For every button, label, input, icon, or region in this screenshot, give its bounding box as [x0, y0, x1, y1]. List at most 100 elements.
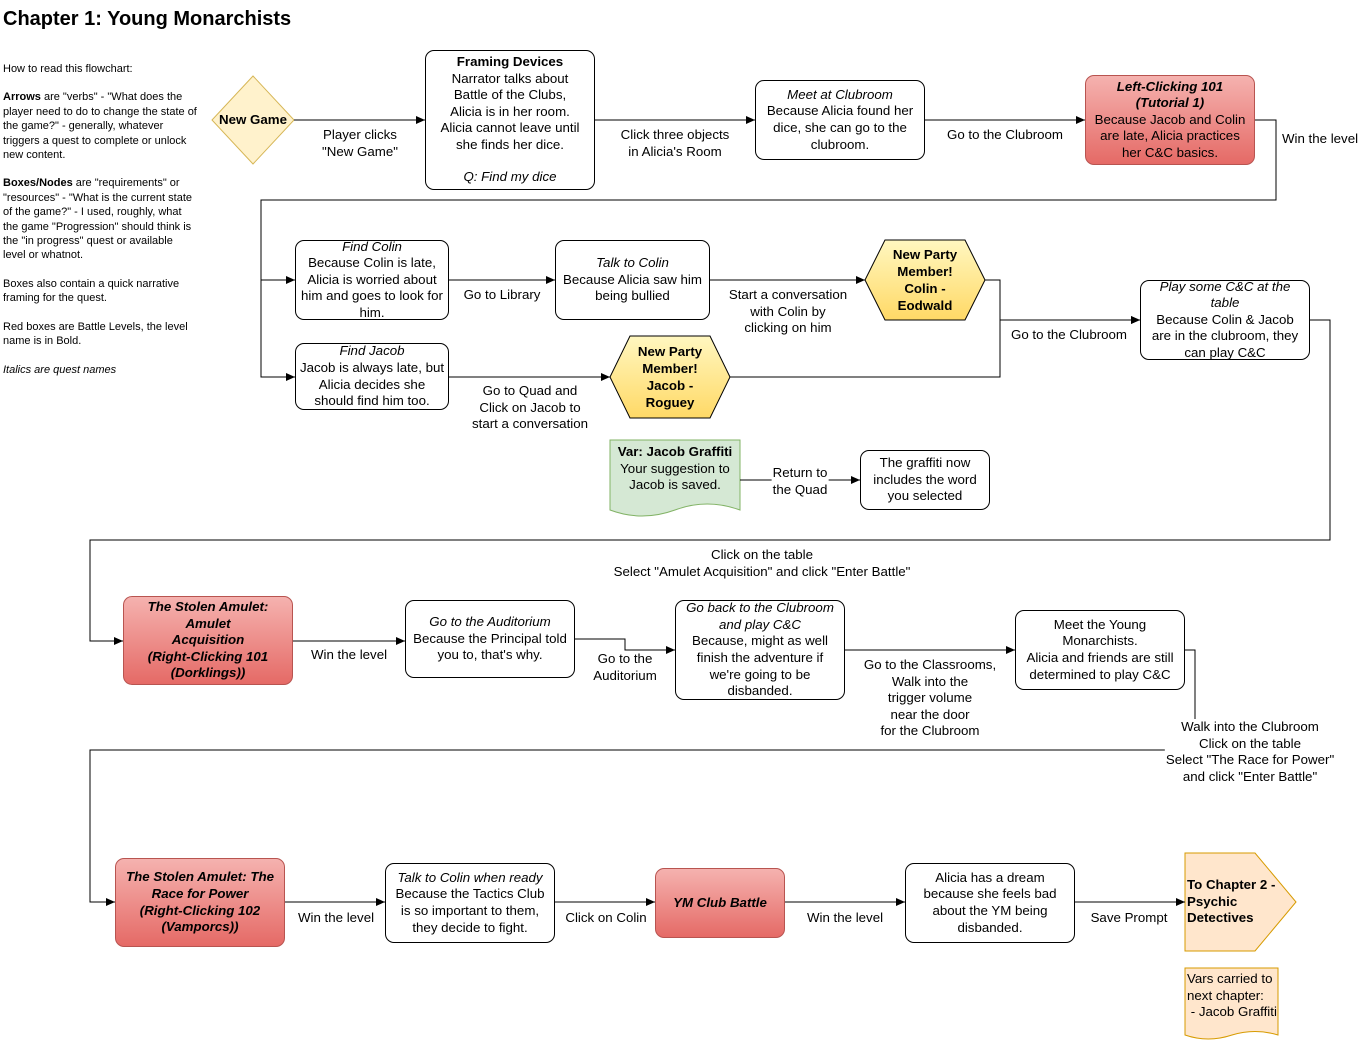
talk-ready-body-2: they decide to fight.: [412, 919, 528, 935]
label-player-clicks-0: Player clicks: [323, 127, 397, 142]
label-go-classrooms-1: Walk into the: [891, 673, 969, 689]
framing-body-3: Alicia cannot leave until: [440, 120, 580, 136]
new-game-label: New Game: [219, 111, 287, 127]
label-go-library: Go to Library: [462, 287, 542, 304]
legend: How to read this flowchart: Arrows are "…: [3, 62, 198, 391]
find-colin-body-3: him.: [359, 304, 385, 320]
label-go-quad: Go to Quad and Click on Jacob to start a…: [470, 383, 590, 433]
left-clicking-body-0: Because Jacob and Colin: [1094, 111, 1246, 127]
play-cc-quest-0: Play some C&C at the: [1159, 278, 1291, 294]
label-go-classrooms-2: trigger volume: [887, 690, 973, 706]
label-start-conversation: Start a conversation with Colin by click…: [727, 287, 849, 337]
label-walk-clubroom: Walk into the Clubroom Click on the tabl…: [1164, 719, 1336, 786]
ym-battle-title: YM Club Battle: [673, 894, 767, 910]
framing-body-4: she finds her dice.: [456, 136, 564, 152]
find-colin-body-0: Because Colin is late,: [308, 255, 436, 271]
label-win-level-2: Win the level: [309, 647, 389, 664]
node-talk-to-colin: Talk to Colin Because Alicia saw him bei…: [555, 240, 710, 320]
talk-ready-body-0: Because the Tactics Club: [395, 886, 545, 902]
left-clicking-title-1: (Tutorial 1): [1135, 95, 1205, 111]
find-jacob-quest: Find Jacob: [339, 343, 405, 359]
label-save-prompt-0: Save Prompt: [1090, 910, 1168, 925]
label-walk-clubroom-1: Click on the table: [1199, 735, 1301, 751]
find-jacob-body-2: should find him too.: [314, 393, 430, 409]
node-find-jacob: Find Jacob Jacob is always late, but Ali…: [295, 343, 449, 410]
label-win-level-4: Win the level: [805, 910, 885, 927]
legend-framing: Boxes also contain a quick narrative fra…: [3, 277, 180, 305]
go-back-body-0: Because, might as well: [692, 633, 828, 649]
label-win-level-3: Win the level: [296, 910, 376, 927]
graffiti-now-2: you selected: [887, 488, 963, 504]
node-framing-devices: Framing Devices Narrator talks about Bat…: [425, 50, 595, 190]
meet-ym-2: Alicia and friends are still: [1026, 650, 1174, 665]
label-win-level-4-0: Win the level: [806, 910, 884, 925]
label-go-classrooms: Go to the Classrooms, Walk into the trig…: [862, 657, 998, 740]
label-return-quad-1: the Quad: [772, 481, 828, 497]
auditorium-body-1: you to, that's why.: [437, 647, 543, 663]
label-go-library-0: Go to Library: [463, 287, 541, 302]
edge-win-level-1b: [260, 270, 295, 381]
jacob-member-3: Roguey: [645, 395, 695, 410]
chapter2-0: To Chapter 2 -: [1187, 877, 1276, 893]
find-jacob-body-1: Alicia decides she: [318, 376, 426, 392]
colin-member-3: Eodwald: [897, 298, 953, 313]
var-graffiti-body-1: Jacob is saved.: [629, 477, 721, 493]
play-cc-body-2: can play C&C: [1184, 344, 1266, 360]
node-play-cc: Play some C&C at the table Because Colin…: [1140, 278, 1310, 360]
label-start-conv-2: clicking on him: [744, 320, 832, 336]
edge-go-auditorium: [575, 638, 675, 654]
colin-member-0: New Party: [892, 247, 958, 262]
node-stolen-amulet-acquisition: The Stolen Amulet: Amulet Acquisition (R…: [123, 596, 293, 685]
talk-colin-body-0: Because Alicia saw him: [563, 271, 702, 287]
auditorium-quest: Go to the Auditorium: [429, 614, 551, 630]
label-player-clicks-1: "New Game": [322, 143, 398, 159]
stolen-race-3: (Vamporcs)): [161, 919, 239, 935]
legend-italics: Italics are quest names: [3, 363, 117, 376]
label-click-three-1: in Alicia's Room: [628, 143, 722, 159]
node-jacob-party-member: New Party Member! Jacob - Roguey: [610, 336, 730, 418]
label-go-quad-2: start a conversation: [471, 416, 589, 432]
var-graffiti-body-0: Your suggestion to: [620, 460, 730, 476]
graffiti-now-0: The graffiti now: [879, 455, 971, 471]
dream-0: Alicia has a dream: [935, 869, 1045, 885]
node-ym-club-battle: YM Club Battle: [655, 868, 785, 938]
node-meet-young-monarchists: Meet the Young Monarchists. Alicia and f…: [1015, 610, 1185, 690]
node-find-colin: Find Colin Because Colin is late, Alicia…: [295, 239, 449, 320]
edge-walk-clubroom: [89, 649, 1196, 906]
edge-jacob-to-clubroom: [730, 316, 1140, 378]
go-back-body-1: finish the adventure if: [696, 650, 824, 665]
vars-carried-shape: [1184, 967, 1279, 1040]
label-go-auditorium: Go to the Auditorium: [592, 651, 658, 685]
colin-member-1: Member!: [897, 264, 953, 279]
node-go-back-clubroom: Go back to the Clubroom and play C&C Bec…: [675, 600, 845, 700]
meet-ym-3: determined to play C&C: [1029, 666, 1171, 682]
new-game-diamond: [211, 75, 295, 165]
meet-ym-1: Monarchists.: [1062, 633, 1138, 649]
legend-how-to: How to read this flowchart:: [3, 63, 133, 75]
legend-red: Red boxes are Battle Levels, the level n…: [3, 320, 188, 348]
meet-clubroom-body-0: Because Alicia found her: [766, 103, 914, 119]
meet-ym-0: Meet the Young: [1053, 616, 1147, 632]
label-win-level-1: Win the level: [1280, 131, 1360, 148]
framing-title: Framing Devices: [456, 53, 564, 69]
node-meet-clubroom: Meet at Clubroom Because Alicia found he…: [755, 80, 925, 160]
go-back-quest-0: Go back to the Clubroom: [686, 600, 834, 616]
vars-carried-1: next chapter:: [1187, 987, 1264, 1003]
label-click-table-1: Select "Amulet Acquisition" and click "E…: [613, 563, 911, 579]
jacob-member-0: New Party: [637, 344, 703, 359]
framing-body-1: Battle of the Clubs,: [453, 87, 567, 103]
meet-clubroom-body-2: clubroom.: [810, 136, 870, 152]
framing-quest: Q: Find my dice: [463, 169, 557, 185]
label-return-quad-0: Return to: [772, 465, 828, 480]
stolen-acq-1: Acquisition: [171, 632, 245, 648]
node-stolen-amulet-race: The Stolen Amulet: The Race for Power (R…: [115, 858, 285, 947]
play-cc-quest-1: table: [1210, 295, 1240, 311]
label-save-prompt: Save Prompt: [1089, 910, 1169, 927]
label-go-auditorium-1: Auditorium: [593, 667, 657, 683]
label-go-clubroom-1-0: Go to the Clubroom: [946, 127, 1064, 142]
left-clicking-body-1: are late, Alicia practices: [1100, 128, 1240, 144]
node-graffiti-now: The graffiti now includes the word you s…: [860, 450, 990, 510]
talk-ready-quest: Talk to Colin when ready: [397, 869, 543, 885]
vars-carried-0: Vars carried to: [1187, 971, 1273, 986]
talk-colin-body-1: being bullied: [595, 288, 670, 304]
